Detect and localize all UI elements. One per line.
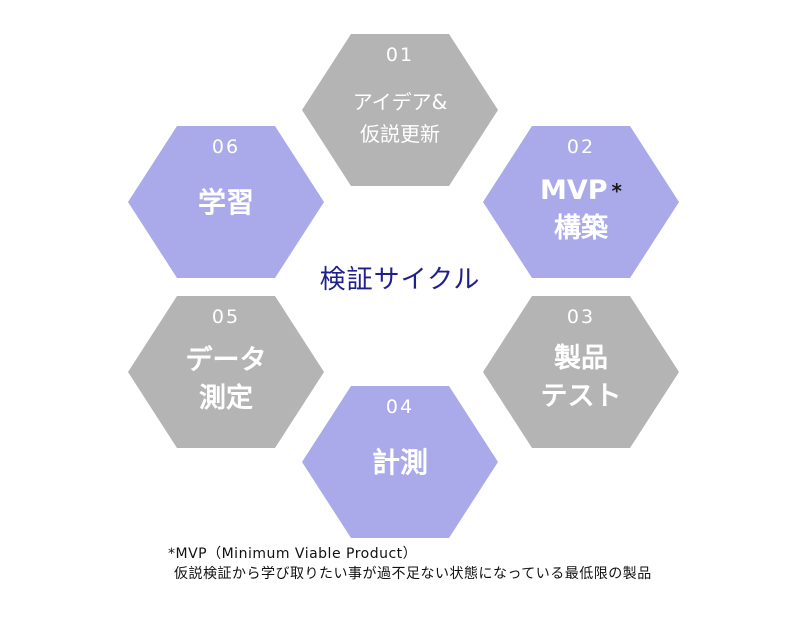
step-label-line: MVP*	[483, 172, 679, 210]
step-number: 03	[566, 306, 596, 328]
step-number: 01	[385, 44, 415, 66]
step-label-line: 学習	[197, 186, 254, 219]
footnote-description: 仮説検証から学び取りたい事が過不足ない状態になっている最低限の製品	[174, 566, 652, 582]
step-label: 学習	[128, 184, 324, 222]
hex-step-04: 04 計測	[302, 386, 498, 538]
step-label-line: データ	[185, 345, 267, 376]
step-number: 04	[385, 396, 415, 418]
step-label-line: テスト	[540, 381, 622, 412]
hex-step-02: 02 MVP* 構築	[483, 126, 679, 278]
step-label-text: MVP	[539, 175, 608, 206]
step-label: 計測	[302, 444, 498, 482]
step-label-line: 仮説更新	[360, 122, 440, 146]
step-label-line: アイデア&	[352, 90, 448, 114]
hex-step-03: 03 製品 テスト	[483, 296, 679, 448]
step-label: MVP* 構築	[483, 172, 679, 248]
step-number: 02	[566, 136, 596, 158]
hex-step-01: 01 アイデア& 仮説更新	[302, 34, 498, 186]
footnote: *MVP（Minimum Viable Product） 仮説検証から学び取りた…	[168, 544, 768, 584]
hex-step-05: 05 データ 測定	[128, 296, 324, 448]
step-label-line: 製品	[554, 343, 608, 374]
step-label: 製品 テスト	[483, 340, 679, 416]
asterisk-marker: *	[611, 179, 623, 203]
step-label-line: 構築	[554, 213, 608, 244]
center-title: 検証サイクル	[319, 265, 481, 295]
step-number: 05	[211, 306, 241, 328]
footnote-definition: *MVP（Minimum Viable Product）	[168, 546, 418, 562]
step-label: データ 測定	[128, 342, 324, 418]
hex-step-06: 06 学習	[128, 126, 324, 278]
step-label-line: 計測	[371, 446, 428, 479]
step-label: アイデア& 仮説更新	[302, 86, 498, 150]
step-label-line: 測定	[199, 383, 253, 414]
step-number: 06	[211, 136, 241, 158]
